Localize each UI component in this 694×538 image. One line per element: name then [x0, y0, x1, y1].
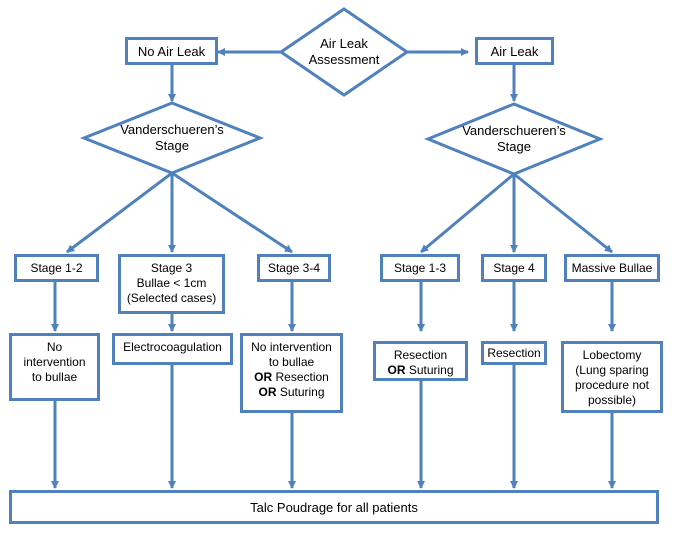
treatment-stage-1-2-box: No intervention to bullae	[9, 333, 100, 401]
stage-3-line1: Stage 3	[150, 261, 193, 275]
massive-bullae-label: Massive Bullae	[571, 260, 653, 275]
stage-3-4-box: Stage 3-4	[257, 254, 331, 282]
right-stage-diamond	[424, 102, 604, 176]
treatment-stage-1-2-line3: to bullae	[31, 370, 78, 384]
or-keyword: OR	[254, 370, 273, 384]
arrow-right-to-massive	[513, 172, 613, 254]
treatment-stage-3-box: Electrocoagulation	[112, 333, 233, 365]
treatment-stage-3-4-line4: OR Suturing	[258, 385, 324, 400]
stage-4-box: Stage 4	[481, 254, 547, 282]
air-leak-label: Air Leak	[490, 43, 539, 59]
stage-1-2-label: Stage 1-2	[30, 260, 83, 275]
resection-text: Resection	[272, 370, 329, 384]
assessment-label: Air Leak Assessment	[294, 36, 394, 68]
or-keyword: OR	[387, 363, 406, 377]
left-stage-label: Vanderschueren’s Stage	[102, 122, 242, 154]
stage-3-line2: Bullae < 1cm	[136, 276, 207, 290]
treatment-stage-3-4-line1: No intervention	[251, 340, 332, 354]
assessment-diamond	[278, 7, 410, 97]
left-stage-label-line2: Stage	[155, 138, 189, 153]
treatment-massive-line4: possible)	[587, 393, 637, 407]
treatment-stage-3-4-line2: to bullae	[268, 355, 315, 369]
final-box: Talc Poudrage for all patients	[9, 490, 659, 524]
treatment-stage-1-3-box: Resection OR Suturing	[373, 341, 468, 381]
treatment-stage-1-2-line2: intervention	[23, 355, 86, 369]
suturing-text: Suturing	[276, 385, 325, 399]
final-label: Talc Poudrage for all patients	[250, 499, 418, 515]
treatment-stage-4-box: Resection	[481, 341, 547, 365]
arrow-right-to-stage-1-3	[420, 172, 515, 254]
arrow-left-to-stage-3-4	[171, 171, 293, 254]
right-stage-label: Vanderschueren’s Stage	[444, 123, 584, 155]
treatment-massive-line2: (Lung sparing	[575, 363, 649, 377]
stage-3-box: Stage 3 Bullae < 1cm (Selected cases)	[118, 254, 225, 314]
no-air-leak-label: No Air Leak	[137, 43, 206, 59]
left-stage-label-line1: Vanderschueren’s	[120, 122, 224, 137]
right-stage-label-line1: Vanderschueren’s	[462, 123, 566, 138]
arrow-left-to-stage-1-2	[66, 171, 173, 254]
treatment-stage-3-4-line3: OR Resection	[254, 370, 329, 385]
or-keyword: OR	[258, 385, 277, 399]
treatment-massive-line3: procedure not	[574, 378, 650, 392]
air-leak-box: Air Leak	[475, 37, 554, 65]
assessment-label-line2: Assessment	[308, 52, 380, 67]
stage-3-line3: (Selected cases)	[126, 291, 217, 305]
stage-3-4-label: Stage 3-4	[267, 260, 321, 275]
assessment-label-line1: Air Leak	[320, 36, 368, 51]
stage-4-label: Stage 4	[493, 260, 535, 275]
stage-1-3-box: Stage 1-3	[380, 254, 460, 282]
massive-bullae-box: Massive Bullae	[564, 254, 660, 282]
no-air-leak-box: No Air Leak	[125, 37, 218, 65]
stage-1-2-box: Stage 1-2	[14, 254, 99, 282]
treatment-massive-box: Lobectomy (Lung sparing procedure not po…	[561, 341, 663, 413]
treatment-stage-1-3-line1: Resection	[393, 348, 448, 362]
treatment-stage-3-4-box: No intervention to bullae OR Resection O…	[240, 333, 343, 413]
treatment-stage-1-3-line2: OR Suturing	[387, 363, 453, 378]
suturing-text: Suturing	[405, 363, 454, 377]
left-stage-diamond	[79, 101, 265, 175]
right-stage-label-line2: Stage	[497, 139, 531, 154]
stage-1-3-label: Stage 1-3	[393, 260, 447, 275]
treatment-stage-1-2-line1: No	[46, 340, 63, 354]
treatment-massive-line1: Lobectomy	[582, 348, 642, 362]
treatment-stage-4-label: Resection	[487, 346, 541, 360]
treatment-stage-3-label: Electrocoagulation	[123, 340, 222, 354]
